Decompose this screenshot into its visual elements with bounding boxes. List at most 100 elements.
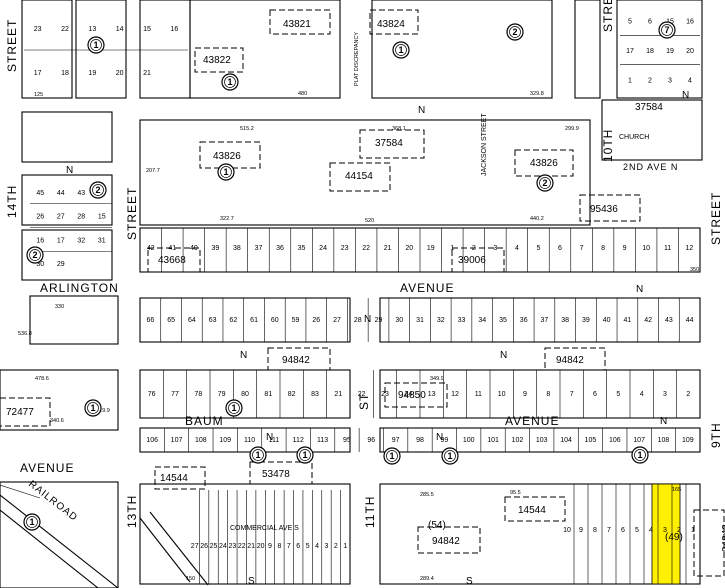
parcel-circle-marker[interactable]: 1 [296,446,314,464]
block-number: 43821 [283,19,311,30]
direction-s: S [248,576,255,587]
lot-number: 112 [293,437,304,444]
lot-number: 36 [520,317,528,324]
block-number: 94850 [398,390,426,401]
parcel-circle-marker[interactable]: 1 [87,36,105,54]
circle-number: 1 [255,450,260,460]
lot-number: 21 [384,245,392,252]
lot-number: 102 [512,437,524,444]
parcel-circle-marker[interactable]: 2 [506,23,524,41]
lot-number: 30 [395,317,403,324]
street-label-st: ST [357,393,371,410]
lot-number: 8 [546,391,550,398]
lot-number: 41 [168,245,176,252]
dimension: 350 [690,267,699,273]
lot-number: 26 [36,214,44,221]
lot-number: 10 [642,245,650,252]
lot-number: 19 [88,70,96,77]
parcel-circle-marker[interactable]: 1 [392,41,410,59]
lot-number: 20 [405,245,413,252]
lot-number: 82 [288,391,296,398]
lot-number: 30 [36,261,44,268]
parcel-circle-marker[interactable]: 7 [658,21,676,39]
lot-number: 6 [558,245,562,252]
parcel-circle-marker[interactable]: 1 [221,73,239,91]
lot-number: 31 [416,317,424,324]
lot-number: 21 [143,70,151,77]
lot-number: 38 [561,317,569,324]
lot-number: 22 [358,391,366,398]
parcel-circle-marker[interactable]: 1 [84,399,102,417]
block-number: 14544 [160,473,188,484]
lot-number: 18 [61,70,69,77]
lot-number: 24 [219,543,227,550]
street-label-baum-avenue: AVENUE [505,414,559,428]
circle-number: 7 [664,25,669,35]
dimension: 536.8 [18,331,32,337]
lot-number: 23 [228,543,236,550]
lot-number: 42 [644,317,652,324]
lot-number: 8 [593,527,597,534]
direction-n: N [364,314,371,325]
parcel-circle-marker[interactable]: 1 [225,399,243,417]
lot-number: 6 [621,527,625,534]
lot-number: 33 [458,317,466,324]
lot-number: 2 [472,245,476,252]
street-label-jackson: JACKSON STREET [481,113,488,176]
lot-number: 21 [334,391,342,398]
lot-number: 104 [560,437,572,444]
circle-number: 1 [223,167,228,177]
parcel-circle-marker[interactable]: 2 [89,181,107,199]
circle-number: 1 [231,403,236,413]
block-number: 37584 [635,102,663,113]
lot-number: 106 [609,437,621,444]
lot-number: 36 [276,245,284,252]
direction-n: N [660,416,667,427]
parcel-circle-marker[interactable]: 2 [536,174,554,192]
parcel-circle-marker[interactable]: 1 [249,446,267,464]
parcel-circle-marker[interactable]: 1 [217,163,235,181]
dimension: 368.1 [392,126,406,132]
dimension: 289.4 [420,576,434,582]
dimension: 125 [34,92,43,98]
lot-number: 59 [292,317,300,324]
circle-number: 1 [389,451,394,461]
direction-n: N [418,105,425,116]
lot-number: 7 [607,527,611,534]
lot-number: 7 [287,543,291,550]
lot-number: 3 [668,77,672,84]
block-number: 43826 [530,158,558,169]
lot-number: 23 [34,26,42,33]
lot-number: 15 [143,26,151,33]
lot-number: 27 [57,214,65,221]
lot-number: 4 [640,391,644,398]
highlighted-parcel[interactable] [651,483,681,585]
lot-number: 64 [188,317,196,324]
lot-number: 15 [98,214,106,221]
dimension: 520 [365,218,374,224]
railroad-tracks [0,484,209,588]
parcel-circle-marker[interactable]: 2 [26,246,44,264]
lot-number: 34 [478,317,486,324]
parcel-circle-marker[interactable]: 1 [23,513,41,531]
street-label-10th: 10TH [601,129,615,162]
lot-number: 95 [343,437,351,444]
lot-number: 9 [523,391,527,398]
lot-number: 11 [664,245,671,252]
lot-number: 1 [450,245,454,252]
lot-number: 8 [601,245,605,252]
lot-number: 6 [296,543,300,550]
lot-number: 20 [686,48,694,55]
lot-number: 4 [649,527,653,534]
lot-number: 39 [211,245,219,252]
lot-number: 45 [36,190,44,197]
dimension: 165 [672,487,681,493]
parcel-circle-marker[interactable]: 1 [631,446,649,464]
parcel-circle-marker[interactable]: 1 [383,447,401,465]
street-label-13th: 13TH [125,495,139,528]
lot-number: 1 [343,543,347,550]
lot-lines [24,35,700,584]
lot-number: 23 [341,245,349,252]
parcel-circle-marker[interactable]: 1 [441,447,459,465]
